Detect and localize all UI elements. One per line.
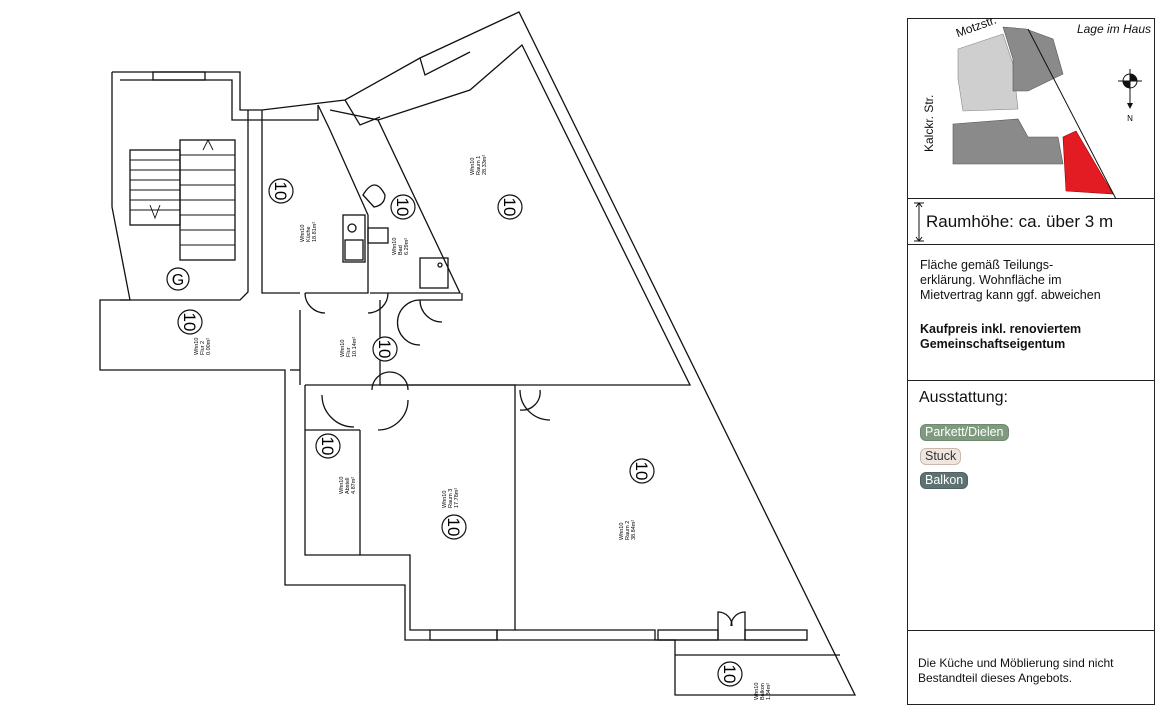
- room-tag: Whn10 Bad 6.29m²: [392, 238, 410, 255]
- svg-text:18.81m²: 18.81m²: [312, 222, 318, 242]
- room-number: 10: [444, 518, 463, 537]
- room-marker-balcony: 10: [717, 661, 743, 687]
- room-tags: Whn10 Küche 18.81m² Whn10 Bad 6.29m² Whn…: [194, 155, 772, 700]
- svg-text:17.78m²: 17.78m²: [454, 488, 460, 508]
- svg-text:Raum 2: Raum 2: [625, 521, 631, 540]
- svg-text:Whn10: Whn10: [470, 158, 476, 175]
- area-note-line: erklärung. Wohnfläche im: [920, 273, 1062, 287]
- room-number: 10: [318, 437, 337, 456]
- svg-text:0.00m²: 0.00m²: [206, 338, 212, 355]
- room-marker-bath: 10: [390, 194, 416, 220]
- location-section: N Lage im Haus Motzstr. Kalckr. Str.: [908, 13, 1154, 199]
- svg-text:6.29m²: 6.29m²: [404, 238, 410, 255]
- room-marker-room1: 10: [497, 194, 523, 220]
- svg-text:Whn10: Whn10: [339, 477, 345, 494]
- room-tag: Whn10 Flur 10.14m²: [340, 337, 358, 357]
- price-note-line: Kaufpreis inkl. renoviertem: [920, 322, 1082, 336]
- svg-text:28.33m²: 28.33m²: [482, 155, 488, 175]
- north-label: N: [1127, 114, 1133, 123]
- feature-badge-balkon: Balkon: [920, 472, 969, 489]
- footer-section: Die Küche und Möblierung sind nicht Best…: [908, 631, 1154, 706]
- room-marker-kitchen: 10: [268, 178, 294, 204]
- svg-text:Whn10: Whn10: [619, 523, 625, 540]
- svg-text:10.14m²: 10.14m²: [352, 337, 358, 357]
- area-note-line: Fläche gemäß Teilungs-: [920, 258, 1054, 272]
- room-tag: Whn10 Abstell 4.87m²: [339, 477, 357, 494]
- footer-line: Die Küche und Möblierung sind nicht: [918, 656, 1114, 670]
- feature-badge-parkett: Parkett/Dielen: [920, 424, 1009, 441]
- price-note-line: Gemeinschaftseigentum: [920, 337, 1066, 351]
- svg-text:Küche: Küche: [306, 226, 312, 242]
- ceiling-height-section: Raumhöhe: ca. über 3 m: [908, 199, 1154, 245]
- features-section: Ausstattung: Parkett/Dielen Stuck Balkon: [908, 381, 1154, 631]
- svg-text:Whn10: Whn10: [300, 225, 306, 242]
- area-note-line: Mietvertrag kann ggf. abweichen: [920, 288, 1101, 302]
- svg-text:Raum 1: Raum 1: [476, 156, 482, 175]
- room-marker-room3: 10: [441, 514, 467, 540]
- room-number: 10: [180, 313, 199, 332]
- room-number: 10: [271, 182, 290, 201]
- svg-text:1.34m²: 1.34m²: [766, 683, 772, 700]
- room-tag: Whn10 Flur 2 0.00m²: [194, 338, 212, 355]
- svg-text:Bad: Bad: [398, 245, 404, 255]
- room-number: 10: [720, 665, 739, 684]
- svg-text:Raum 3: Raum 3: [448, 489, 454, 508]
- floor-plan: 10 10 10 10 10 10 10 10: [99, 11, 857, 700]
- room-marker-room2: 10: [629, 458, 655, 484]
- room-tag: Whn10 Balkon 1.34m²: [754, 683, 772, 700]
- street-label-side: Kalckr. Str.: [922, 94, 936, 152]
- room-tag: Whn10 Raum 1 28.33m²: [470, 155, 488, 175]
- stair-marker: G: [166, 267, 190, 291]
- info-panel: N Lage im Haus Motzstr. Kalckr. Str. Rau…: [907, 13, 1155, 706]
- room-number: 10: [375, 340, 394, 359]
- location-title: Lage im Haus: [1076, 22, 1151, 36]
- room-tag: Whn10 Raum 3 17.78m²: [442, 488, 460, 508]
- height-arrow-icon: [914, 202, 924, 242]
- features-title: Ausstattung:: [919, 389, 1008, 406]
- svg-text:Flur 2: Flur 2: [200, 341, 206, 355]
- svg-text:Balkon: Balkon: [760, 683, 766, 700]
- svg-text:Flur: Flur: [346, 347, 352, 357]
- room-number: 10: [500, 198, 519, 217]
- feature-badge-stuck: Stuck: [920, 448, 962, 465]
- stair-marker-label: G: [172, 272, 184, 289]
- room-labels: 10 10 10 10 10 10 10 10: [166, 178, 743, 687]
- room-marker-storage: 10: [315, 433, 341, 459]
- apartment-highlight: [1062, 130, 1114, 195]
- floor-plan-walls: [99, 11, 857, 696]
- room-number: 10: [632, 462, 651, 481]
- svg-text:38.84m²: 38.84m²: [631, 520, 637, 540]
- svg-text:4.87m²: 4.87m²: [351, 477, 357, 494]
- area-info-section: Fläche gemäß Teilungs- erklärung. Wohnfl…: [908, 245, 1154, 381]
- svg-text:Whn10: Whn10: [754, 683, 760, 700]
- footer-note: Die Küche und Möblierung sind nicht Best…: [918, 656, 1113, 686]
- location-map: N: [952, 26, 1142, 199]
- room-marker-hall: 10: [372, 336, 398, 362]
- compass-icon: N: [1118, 69, 1142, 123]
- room-tag: Whn10 Küche 18.81m²: [300, 222, 318, 242]
- room-number: 10: [393, 198, 412, 217]
- footer-line: Bestandteil dieses Angebots.: [918, 671, 1073, 685]
- svg-text:Abstell: Abstell: [345, 477, 351, 494]
- svg-text:Whn10: Whn10: [392, 238, 398, 255]
- svg-text:Whn10: Whn10: [442, 491, 448, 508]
- room-marker-flur2: 10: [177, 309, 203, 335]
- svg-text:Whn10: Whn10: [340, 340, 346, 357]
- room-tag: Whn10 Raum 2 38.84m²: [619, 520, 637, 540]
- svg-text:Whn10: Whn10: [194, 338, 200, 355]
- ceiling-height-text: Raumhöhe: ca. über 3 m: [926, 212, 1114, 231]
